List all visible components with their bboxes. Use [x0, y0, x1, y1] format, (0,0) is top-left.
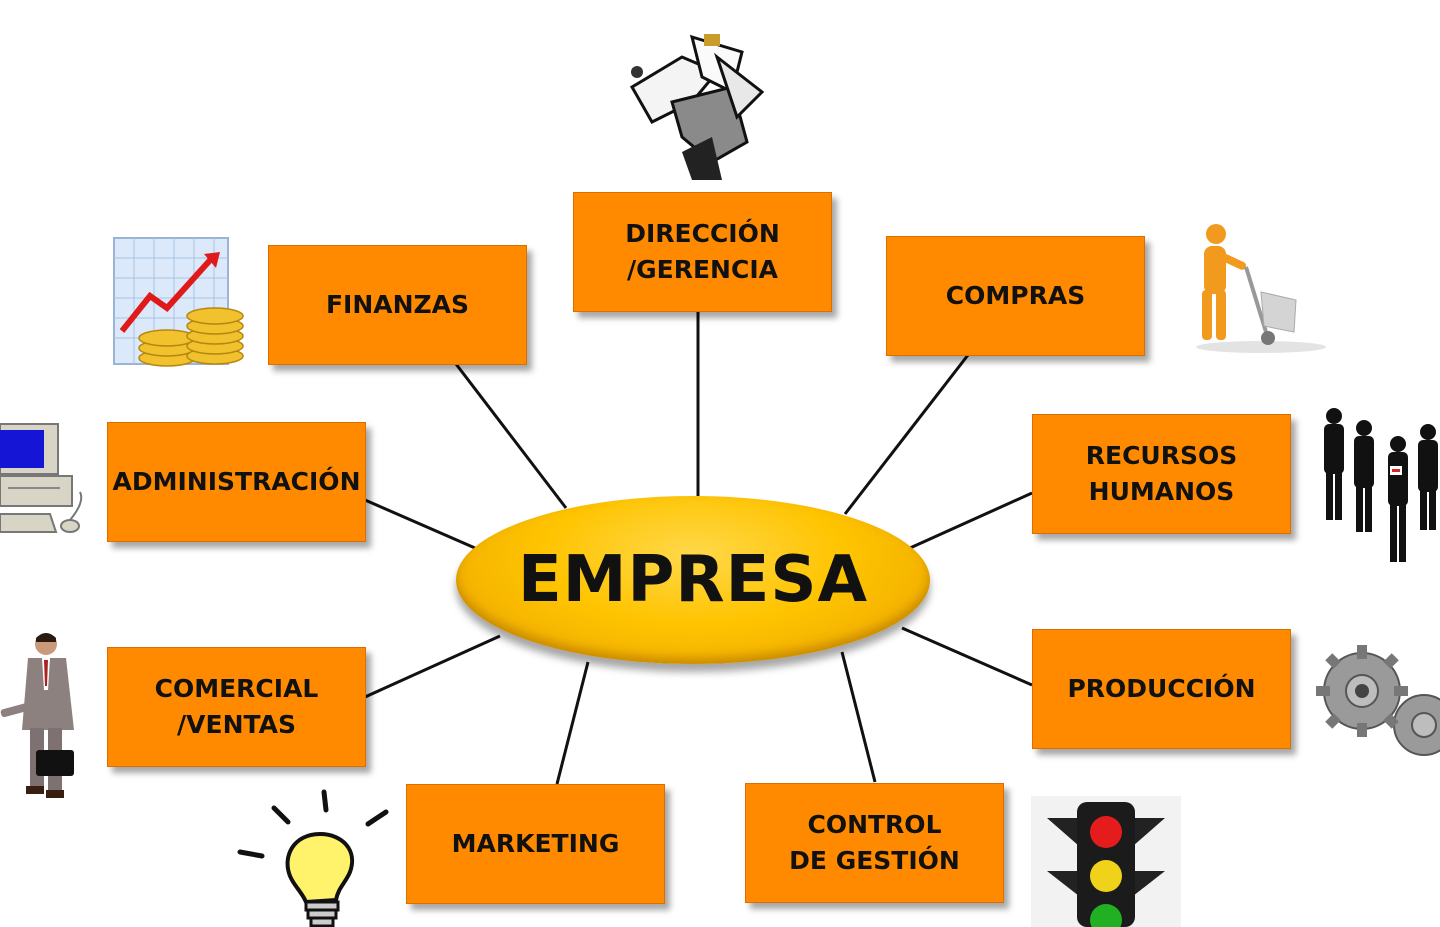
- connector-administracion: [364, 498, 476, 550]
- strategy-arrows-icon: [629, 34, 765, 180]
- center-node-empresa[interactable]: EMPRESA: [456, 496, 930, 664]
- connector-recursos-humanos: [909, 491, 1033, 550]
- box-direccion[interactable]: DIRECCIÓN /GERENCIA: [573, 192, 832, 312]
- box-compras[interactable]: COMPRAS: [886, 236, 1145, 356]
- traffic-light-icon: [1031, 796, 1181, 927]
- box-recursos-humanos[interactable]: RECURSOS HUMANOS: [1032, 414, 1291, 534]
- hand-truck-worker-icon: [1196, 224, 1326, 353]
- gears-icon: [1316, 645, 1440, 756]
- box-comercial[interactable]: COMERCIAL /VENTAS: [107, 647, 366, 767]
- connector-finanzas: [454, 363, 568, 509]
- box-administracion[interactable]: ADMINISTRACIÓN: [107, 422, 366, 542]
- computer-icon: [0, 423, 83, 533]
- box-finanzas[interactable]: FINANZAS: [268, 245, 527, 365]
- businessman-icon: [0, 633, 74, 798]
- connector-produccion: [901, 626, 1033, 687]
- finance-chart-coins-icon: [113, 237, 244, 367]
- light-bulb-icon: [237, 789, 389, 927]
- connector-marketing: [555, 661, 590, 785]
- people-silhouettes-icon: [1324, 408, 1438, 562]
- connector-control: [840, 651, 877, 783]
- connector-compras: [843, 354, 970, 515]
- connector-comercial: [364, 634, 501, 699]
- box-produccion[interactable]: PRODUCCIÓN: [1032, 629, 1291, 749]
- box-control[interactable]: CONTROL DE GESTIÓN: [745, 783, 1004, 903]
- box-marketing[interactable]: MARKETING: [406, 784, 665, 904]
